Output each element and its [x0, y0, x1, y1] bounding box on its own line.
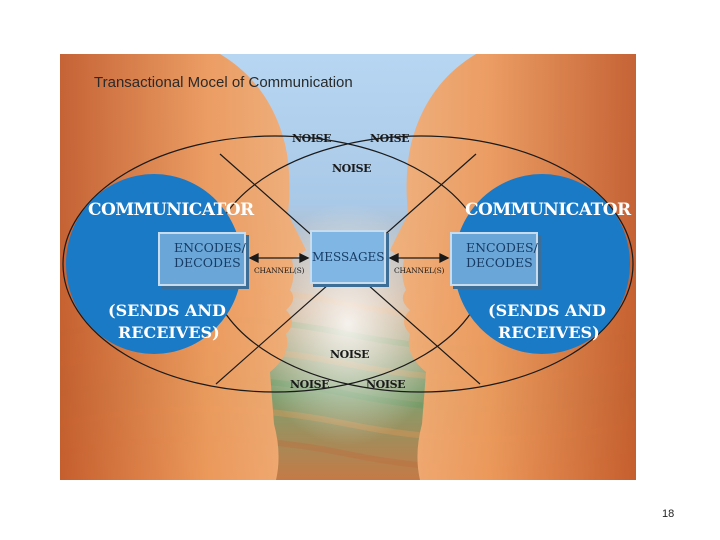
right-receives-line: RECEIVES) — [498, 323, 600, 342]
noise-top-center: NOISE — [332, 162, 372, 175]
right-communicator-circle — [454, 174, 630, 354]
noise-bottom-right: NOISE — [366, 378, 406, 391]
diagram-title: Transactional Mocel of Communication — [94, 74, 353, 91]
right-sends-receives: (SENDS AND RECEIVES) — [488, 300, 606, 344]
page-number: 18 — [662, 508, 675, 520]
right-decodes-label: DECODES — [466, 255, 533, 270]
left-communicator-circle — [66, 174, 242, 354]
left-sends-receives: (SENDS AND RECEIVES) — [108, 300, 226, 344]
noise-top-left: NOISE — [292, 132, 332, 145]
right-encodes-label: ENCODES/ — [466, 240, 538, 255]
left-sends-line: (SENDS AND — [108, 301, 226, 320]
transactional-model-figure: Transactional Mocel of Communication COM… — [60, 54, 636, 480]
right-communicator-heading: COMMUNICATOR — [465, 200, 631, 220]
left-encodes-decodes-box: ENCODES/ DECODES — [158, 232, 246, 286]
messages-box: MESSAGES — [310, 230, 386, 284]
left-decodes-label: DECODES — [174, 255, 241, 270]
left-channel-label: CHANNEL(S) — [254, 266, 305, 275]
noise-bottom-left: NOISE — [290, 378, 330, 391]
right-channel-label: CHANNEL(S) — [394, 266, 445, 275]
right-encodes-decodes-box: ENCODES/ DECODES — [450, 232, 538, 286]
right-sends-line: (SENDS AND — [488, 301, 606, 320]
left-communicator-heading: COMMUNICATOR — [88, 200, 254, 220]
noise-bottom-center: NOISE — [330, 348, 370, 361]
left-receives-line: RECEIVES) — [118, 323, 220, 342]
noise-top-right: NOISE — [370, 132, 410, 145]
left-encodes-label: ENCODES/ — [174, 240, 246, 255]
